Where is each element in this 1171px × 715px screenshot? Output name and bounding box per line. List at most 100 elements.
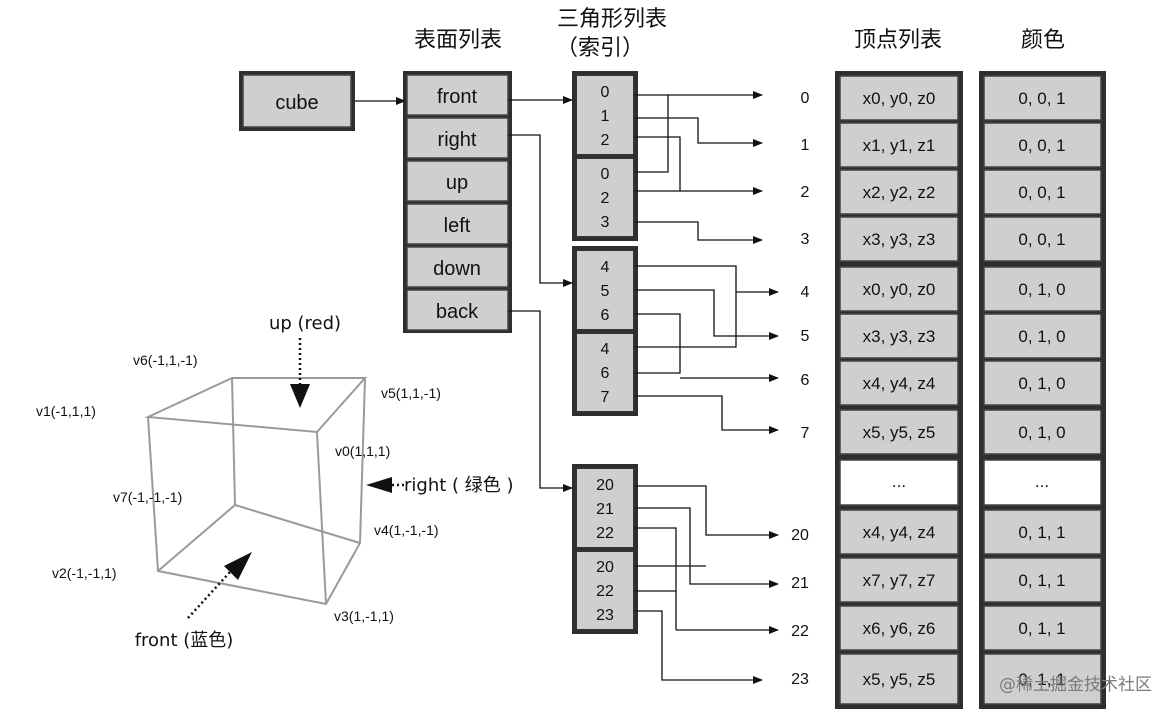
color-rgb: 0, 1, 1 bbox=[1018, 670, 1065, 689]
vertex-cell bbox=[839, 122, 959, 168]
index-to-vertex-arrow bbox=[634, 507, 779, 588]
face-cell-back bbox=[406, 289, 509, 331]
vertex-v1-label: v1(-1,1,1) bbox=[36, 403, 96, 419]
vertex-v5-label: v5(1,1,-1) bbox=[381, 385, 441, 401]
color-ellipsis: ... bbox=[1035, 472, 1049, 491]
triangle-index: 23 bbox=[596, 607, 614, 624]
vertex-cell bbox=[839, 75, 959, 121]
color-rgb: 0, 1, 1 bbox=[1018, 619, 1065, 638]
triangle-index: 2 bbox=[601, 190, 610, 207]
face-cell-left bbox=[406, 203, 509, 245]
vertex-coords: x3, y3, z3 bbox=[863, 327, 936, 346]
color-rgb: 0, 0, 1 bbox=[1018, 136, 1065, 155]
face-connectors bbox=[355, 96, 573, 492]
up-face-label: up (red) bbox=[269, 313, 341, 334]
triangle-list-header: 三角形列表 bbox=[557, 7, 667, 32]
color-list: 0, 0, 1 0, 0, 1 0, 0, 1 0, 0, 1 0, 1, 0 … bbox=[979, 71, 1106, 709]
index-link bbox=[634, 94, 669, 173]
vertex-cell bbox=[839, 509, 959, 555]
vertex-index: 0 bbox=[801, 90, 810, 107]
color-rgb: 0, 1, 0 bbox=[1018, 423, 1065, 442]
triangle-index: 21 bbox=[596, 501, 614, 518]
vertex-cell bbox=[839, 360, 959, 406]
triangle-cell bbox=[575, 550, 635, 631]
triangle-index: 5 bbox=[601, 283, 610, 300]
vertex-v3-label: v3(1,-1,1) bbox=[334, 608, 394, 624]
front-face-label: front (蓝色) bbox=[135, 630, 234, 651]
vertex-list-header: 顶点列表 bbox=[854, 28, 942, 53]
triangle-index: 20 bbox=[596, 477, 614, 494]
face-label-front: front bbox=[437, 86, 477, 108]
triangle-index: 7 bbox=[601, 389, 610, 406]
cube-hidden-edge bbox=[157, 504, 236, 572]
vertex-coords: x3, y3, z3 bbox=[863, 230, 936, 249]
color-cell bbox=[983, 557, 1102, 603]
color-rgb: 0, 1, 1 bbox=[1018, 571, 1065, 590]
triangle-index: 2 bbox=[601, 132, 610, 149]
face-label-left: left bbox=[444, 215, 471, 237]
vertex-cell bbox=[839, 557, 959, 603]
triangle-cell bbox=[575, 332, 635, 413]
triangle-group-right: 4 5 6 4 6 7 bbox=[572, 246, 638, 416]
front-triangle-connectors bbox=[634, 91, 763, 244]
color-rgb: 0, 0, 1 bbox=[1018, 89, 1065, 108]
vertex-cell bbox=[839, 313, 959, 359]
triangle-index: 6 bbox=[601, 307, 610, 324]
index-link bbox=[634, 265, 737, 348]
vertex-cell bbox=[839, 409, 959, 455]
vertex-coords: x0, y0, z0 bbox=[863, 280, 936, 299]
cube-hidden-edges bbox=[231, 377, 361, 544]
color-cell bbox=[983, 75, 1102, 121]
color-rgb: 0, 0, 1 bbox=[1018, 230, 1065, 249]
index-to-vertex-arrow bbox=[634, 117, 763, 147]
cube-top-face bbox=[144, 377, 368, 434]
vertex-coords: x5, y5, z5 bbox=[863, 423, 936, 442]
vertex-index: 22 bbox=[791, 623, 809, 640]
triangle-index: 0 bbox=[601, 84, 610, 101]
color-cell bbox=[983, 360, 1102, 406]
front-pointer-line bbox=[187, 571, 231, 619]
triangle-cell bbox=[575, 467, 635, 549]
vertex-index-labels: 0 1 2 3 4 5 6 7 20 21 22 23 bbox=[791, 90, 809, 688]
vertex-list: x0, y0, z0 x1, y1, z1 x2, y2, z2 x3, y3,… bbox=[835, 71, 963, 709]
right-to-triangles-arrow bbox=[508, 134, 573, 287]
triangle-group-back: 20 21 22 20 22 23 bbox=[572, 464, 638, 634]
vertex-index: 23 bbox=[791, 671, 809, 688]
index-to-vertex-arrow bbox=[634, 221, 763, 244]
color-rgb: 0, 1, 0 bbox=[1018, 280, 1065, 299]
back-to-triangles-arrow bbox=[508, 310, 573, 492]
vertex-cell bbox=[839, 266, 959, 312]
triangle-group-front: 0 1 2 0 2 3 bbox=[572, 71, 638, 241]
index-link bbox=[634, 313, 681, 374]
triangle-cell bbox=[575, 157, 635, 238]
up-arrow-icon bbox=[290, 384, 310, 408]
face-cell-right bbox=[406, 117, 509, 159]
vertex-index: 6 bbox=[801, 372, 810, 389]
vertex-index: 2 bbox=[801, 184, 810, 201]
color-cell bbox=[983, 216, 1102, 262]
index-to-vertex-arrow bbox=[634, 485, 779, 539]
vertex-cell bbox=[839, 216, 959, 262]
color-rgb: 0, 1, 1 bbox=[1018, 523, 1065, 542]
face-label-right: right bbox=[438, 129, 477, 151]
triangle-index: 22 bbox=[596, 583, 614, 600]
triangle-index: 20 bbox=[596, 559, 614, 576]
vertex-coords: x6, y6, z6 bbox=[863, 619, 936, 638]
face-label-up: up bbox=[446, 172, 468, 194]
face-label-back: back bbox=[436, 301, 479, 323]
cube-front-edges bbox=[147, 416, 328, 606]
vertex-cell bbox=[839, 169, 959, 215]
vertex-index: 7 bbox=[801, 425, 810, 442]
cube-illustration: up (red) right ( 绿色 ) front (蓝色) v6(-1,1… bbox=[36, 313, 514, 651]
vertex-index: 20 bbox=[791, 527, 809, 544]
triangle-index: 6 bbox=[601, 365, 610, 382]
vertex-index: 5 bbox=[801, 328, 810, 345]
vertex-ellipsis-cell bbox=[839, 459, 959, 506]
face-cell-up bbox=[406, 160, 509, 202]
cube-root-node: cube bbox=[239, 71, 355, 131]
color-cell bbox=[983, 122, 1102, 168]
vertex-v0-label: v0(1,1,1) bbox=[335, 443, 390, 459]
triangle-cell bbox=[575, 249, 635, 331]
watermark-text: @稀土掘金技术社区 bbox=[999, 675, 1152, 695]
